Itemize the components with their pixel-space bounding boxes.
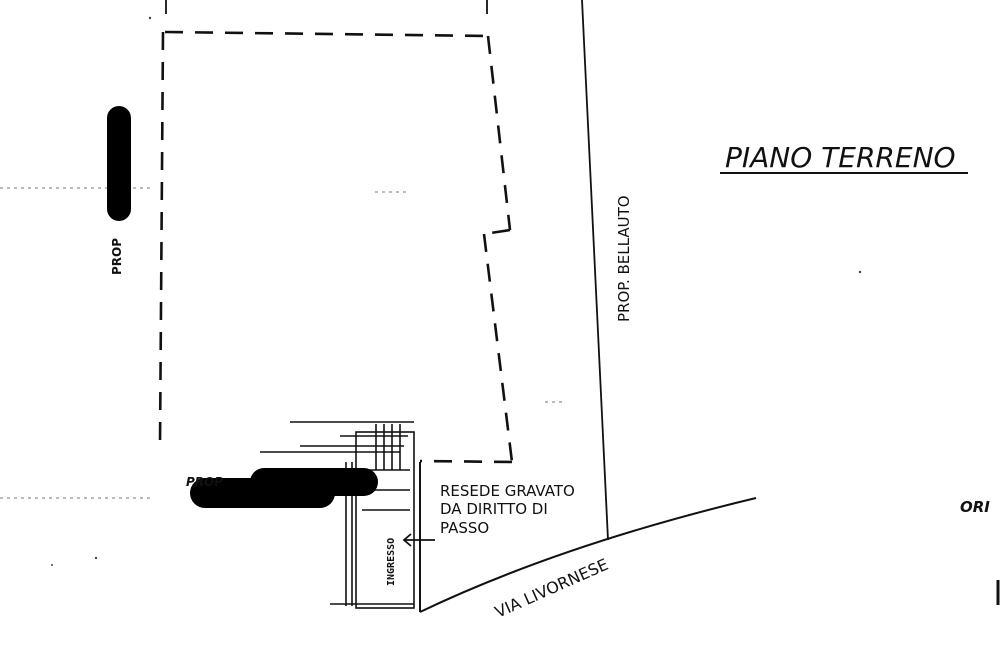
prop-left-label: PROP — [110, 238, 124, 275]
page-title: PIANO TERRENO — [725, 141, 956, 174]
resede-line-3: PASSO — [440, 519, 489, 537]
scan-specks — [51, 16, 862, 566]
entrance-arrow — [402, 533, 435, 547]
resede-line-1: RESEDE GRAVATO — [440, 482, 575, 500]
street-name-label: VIA LIVORNESE — [492, 555, 611, 622]
prop-bottom-label: PROP — [186, 475, 223, 489]
building-outline-dashed — [158, 30, 514, 464]
resede-line-2: DA DIRITTO DI — [440, 500, 548, 518]
guide-lines — [0, 187, 565, 499]
boundary-lines — [165, 0, 609, 541]
prop-bellauto-label: PROP. BELLAUTO — [615, 195, 633, 322]
redaction-marks — [107, 106, 378, 508]
ingresso-label: INGRESSO — [386, 538, 397, 586]
orientation-label: ORI — [960, 498, 990, 516]
street-edge — [419, 462, 757, 613]
